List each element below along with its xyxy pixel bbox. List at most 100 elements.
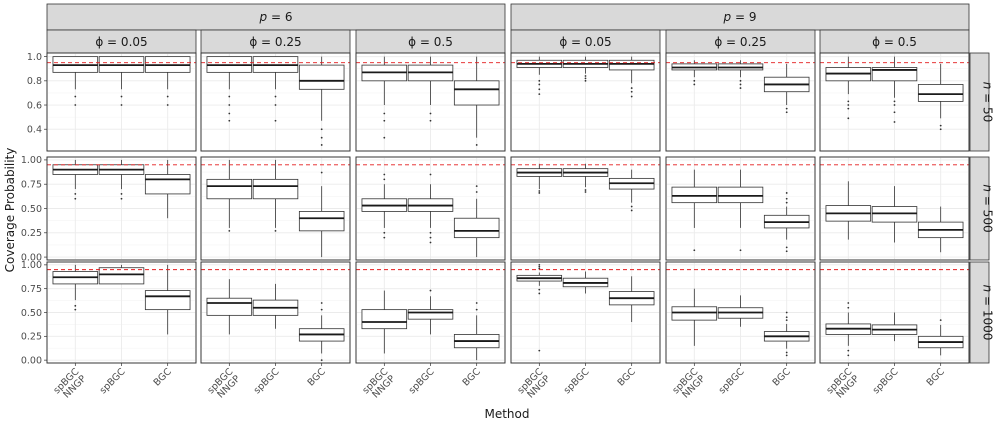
outlier [120,104,123,106]
panel-border [510,52,661,152]
x-tick-label: BGC [616,366,638,388]
x-tick-label: spBGCNNGP [361,366,398,403]
phi-strip-label: ϕ = 0.05 [95,35,147,49]
box-iqr [206,297,253,316]
x-tick-line: BGC [616,366,638,388]
outlier [739,79,742,82]
box-iqr [298,211,345,232]
box [144,264,191,335]
box-iqr [671,306,718,321]
box [298,171,345,258]
x-tick-label: spBGC [717,366,747,396]
outlier [584,79,587,82]
outlier [630,95,633,98]
box [516,263,563,352]
outlier [320,128,323,131]
box [516,163,563,194]
box-iqr [608,59,655,71]
strip-value: = 500 [981,192,995,233]
strip-var: n [981,82,995,90]
row-strip-label: n = 50 [981,82,995,123]
outlier [274,229,277,232]
y-tick-label: 1.0 [27,52,42,63]
x-axis-title: Method [484,407,529,421]
y-tick-label: 1.00 [21,260,42,271]
box [917,63,964,131]
outlier [693,79,696,82]
y-tick-label: 0.25 [21,228,42,239]
y-tick-label: 1.00 [21,155,42,166]
panel [46,52,197,152]
box [206,159,253,232]
y-tick-label: 0.50 [21,204,42,215]
outlier [383,236,386,239]
y-tick-label: 0.75 [21,284,42,295]
outlier [693,83,696,86]
outlier [320,171,323,174]
panel-border [200,52,351,152]
outlier [74,304,77,307]
outlier [785,311,788,314]
x-tick-label: BGC [771,366,793,388]
box [917,319,964,356]
row-strip [969,52,990,152]
row-strip [969,261,990,364]
outlier [847,349,850,352]
box-iqr [407,309,454,320]
outlier [74,95,77,98]
outlier [274,104,277,106]
box [516,56,563,96]
strip-value: = 1000 [981,292,995,340]
outlier [274,119,277,122]
outlier [785,250,788,253]
outlier [120,197,123,200]
outlier [475,185,478,188]
outlier [630,87,633,89]
box [763,192,810,253]
box [671,60,718,86]
panel-border [355,52,506,152]
box [717,169,764,252]
outlier [847,100,850,103]
box [98,264,145,285]
outlier [847,306,850,309]
outlier [429,119,432,122]
box-iqr [871,67,918,82]
box [52,56,99,106]
x-tick-label: spBGC [407,366,437,396]
outlier [584,75,587,77]
outlier [785,354,788,357]
outlier [383,112,386,115]
outlier [630,205,633,208]
outlier [383,231,386,234]
box [361,173,408,239]
x-tick-label: BGC [461,366,483,388]
x-tick-label: spBGC [562,366,592,396]
box-iqr [453,80,500,106]
strip-var: n [981,285,995,293]
outlier [538,83,541,86]
outlier [847,117,850,120]
box [562,163,609,193]
outlier [847,104,850,106]
x-tick-label: spBGCNNGP [52,366,89,403]
outlier [74,197,77,200]
y-tick-label: 0.00 [21,252,42,263]
outlier [429,231,432,234]
outlier [74,104,77,106]
outlier [538,192,541,194]
box [298,302,345,362]
box [562,56,609,82]
outlier [320,308,323,311]
x-tick-line: BGC [771,366,793,388]
outlier [429,289,432,292]
x-tick-label: spBGCNNGP [206,366,243,403]
outlier [538,263,541,266]
panel [46,156,197,261]
outlier [383,136,386,139]
outlier [320,359,323,362]
strip-var: n [981,184,995,192]
x-tick-label: spBGC [252,366,282,396]
outlier [584,191,587,193]
box [917,206,964,253]
